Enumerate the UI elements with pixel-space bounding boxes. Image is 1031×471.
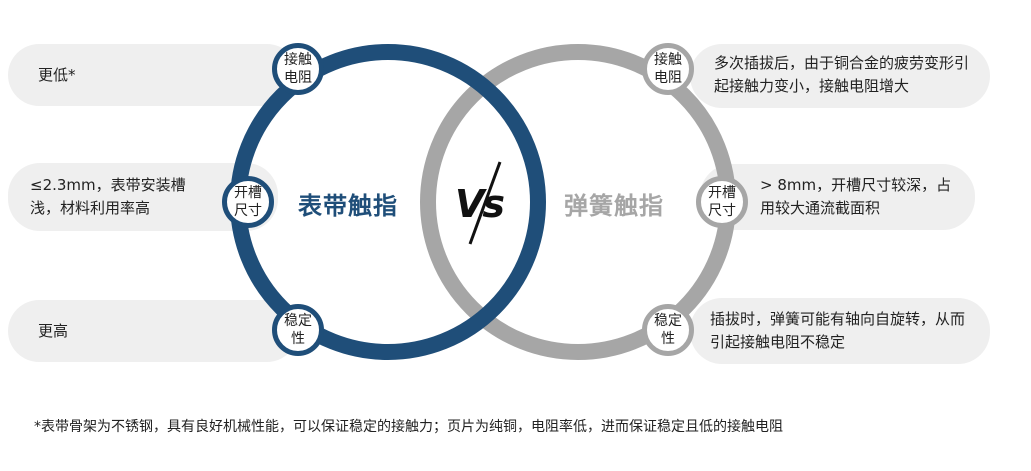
left-text-contact-resistance: 更低*	[38, 66, 76, 84]
left-text-slot-size: ≤2.3mm，表带安装槽浅，材料利用率高	[30, 176, 186, 217]
vs-slash	[468, 161, 502, 245]
right-node-slot-size: 开槽尺寸	[696, 176, 748, 228]
left-node-slot-size: 开槽尺寸	[222, 176, 274, 228]
vs-label: Vs	[455, 182, 505, 226]
left-node-stability: 稳定性	[272, 304, 324, 356]
left-text-stability: 更高	[38, 322, 69, 340]
right-pill-contact-resistance	[690, 44, 990, 108]
right-text-stability: 插拔时，弹簧可能有轴向自旋转，从而引起接触电阻不稳定	[710, 310, 966, 351]
left-pill-contact-resistance	[8, 44, 298, 106]
footnote: *表带骨架为不锈钢，具有良好机械性能，可以保证稳定的接触力；页片为纯铜，电阻率低…	[34, 419, 783, 435]
left-pill-stability	[8, 300, 298, 362]
right-node-contact-resistance: 接触电阻	[642, 43, 694, 95]
right-title: 弹簧触指	[564, 192, 664, 220]
right-pill-stability	[690, 298, 990, 364]
right-text-slot-size: > 8mm，开槽尺寸较深，占用较大通流截面积	[760, 176, 952, 217]
left-node-contact-resistance: 接触电阻	[272, 43, 324, 95]
right-node-stability: 稳定性	[642, 304, 694, 356]
left-title: 表带触指	[298, 192, 398, 220]
right-text-contact-resistance: 多次插拔后，由于铜合金的疲劳变形引起接触力变小，接触电阻增大	[714, 54, 970, 95]
